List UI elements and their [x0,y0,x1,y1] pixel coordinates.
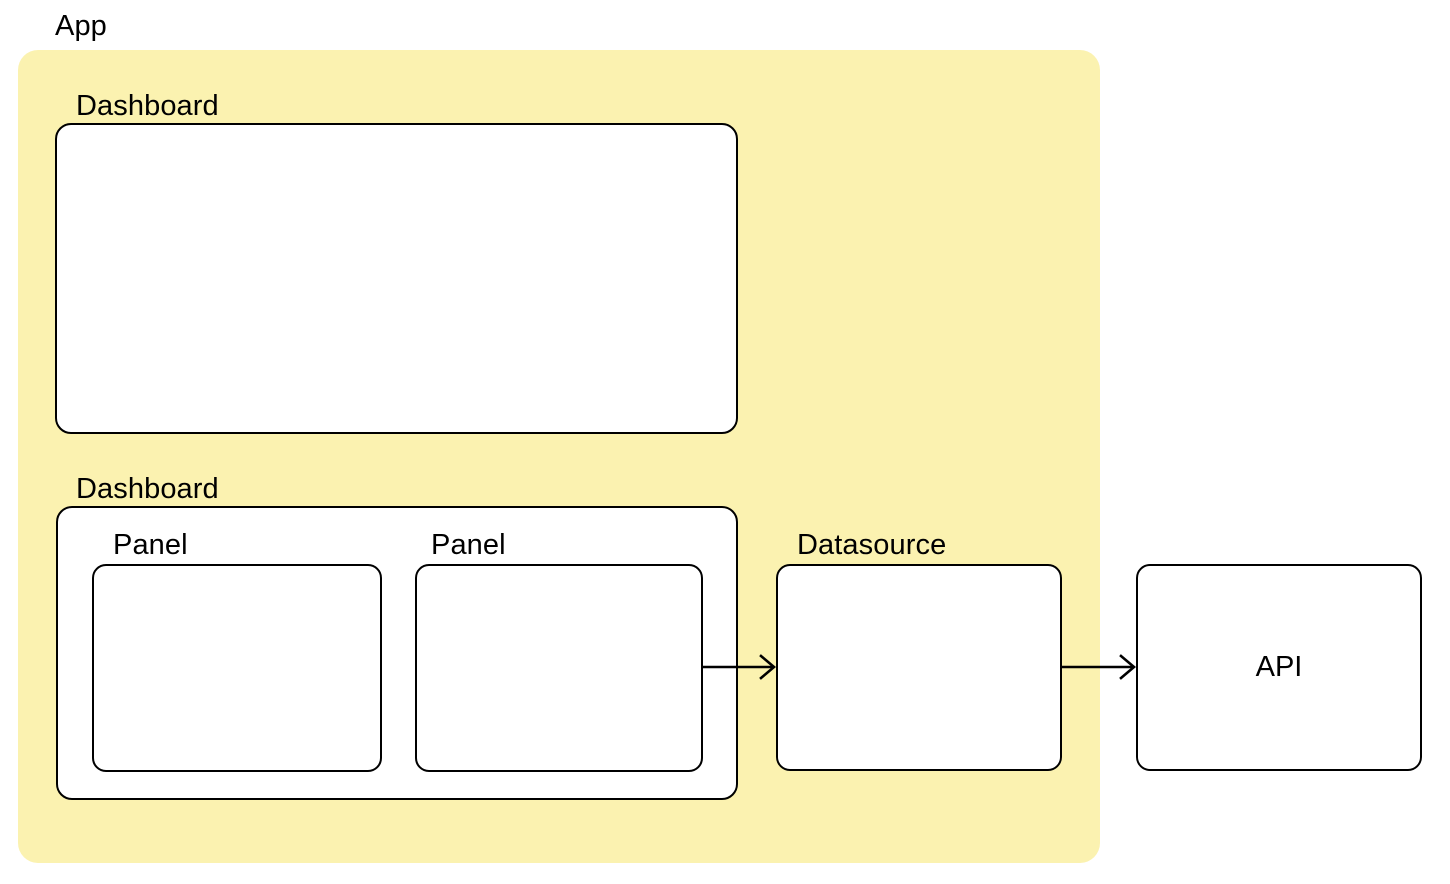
api-box[interactable] [1136,564,1422,771]
app-container-label: App [55,10,107,42]
datasource-label: Datasource [797,529,947,561]
panel-2-box[interactable] [415,564,703,772]
panel-2-label: Panel [431,529,506,561]
panel-1-label: Panel [113,529,188,561]
panel-1-box[interactable] [92,564,382,772]
datasource-box[interactable] [776,564,1062,771]
dashboard-bottom-label: Dashboard [76,473,219,505]
dashboard-top-label: Dashboard [76,90,219,122]
dashboard-top-box[interactable] [55,123,738,434]
